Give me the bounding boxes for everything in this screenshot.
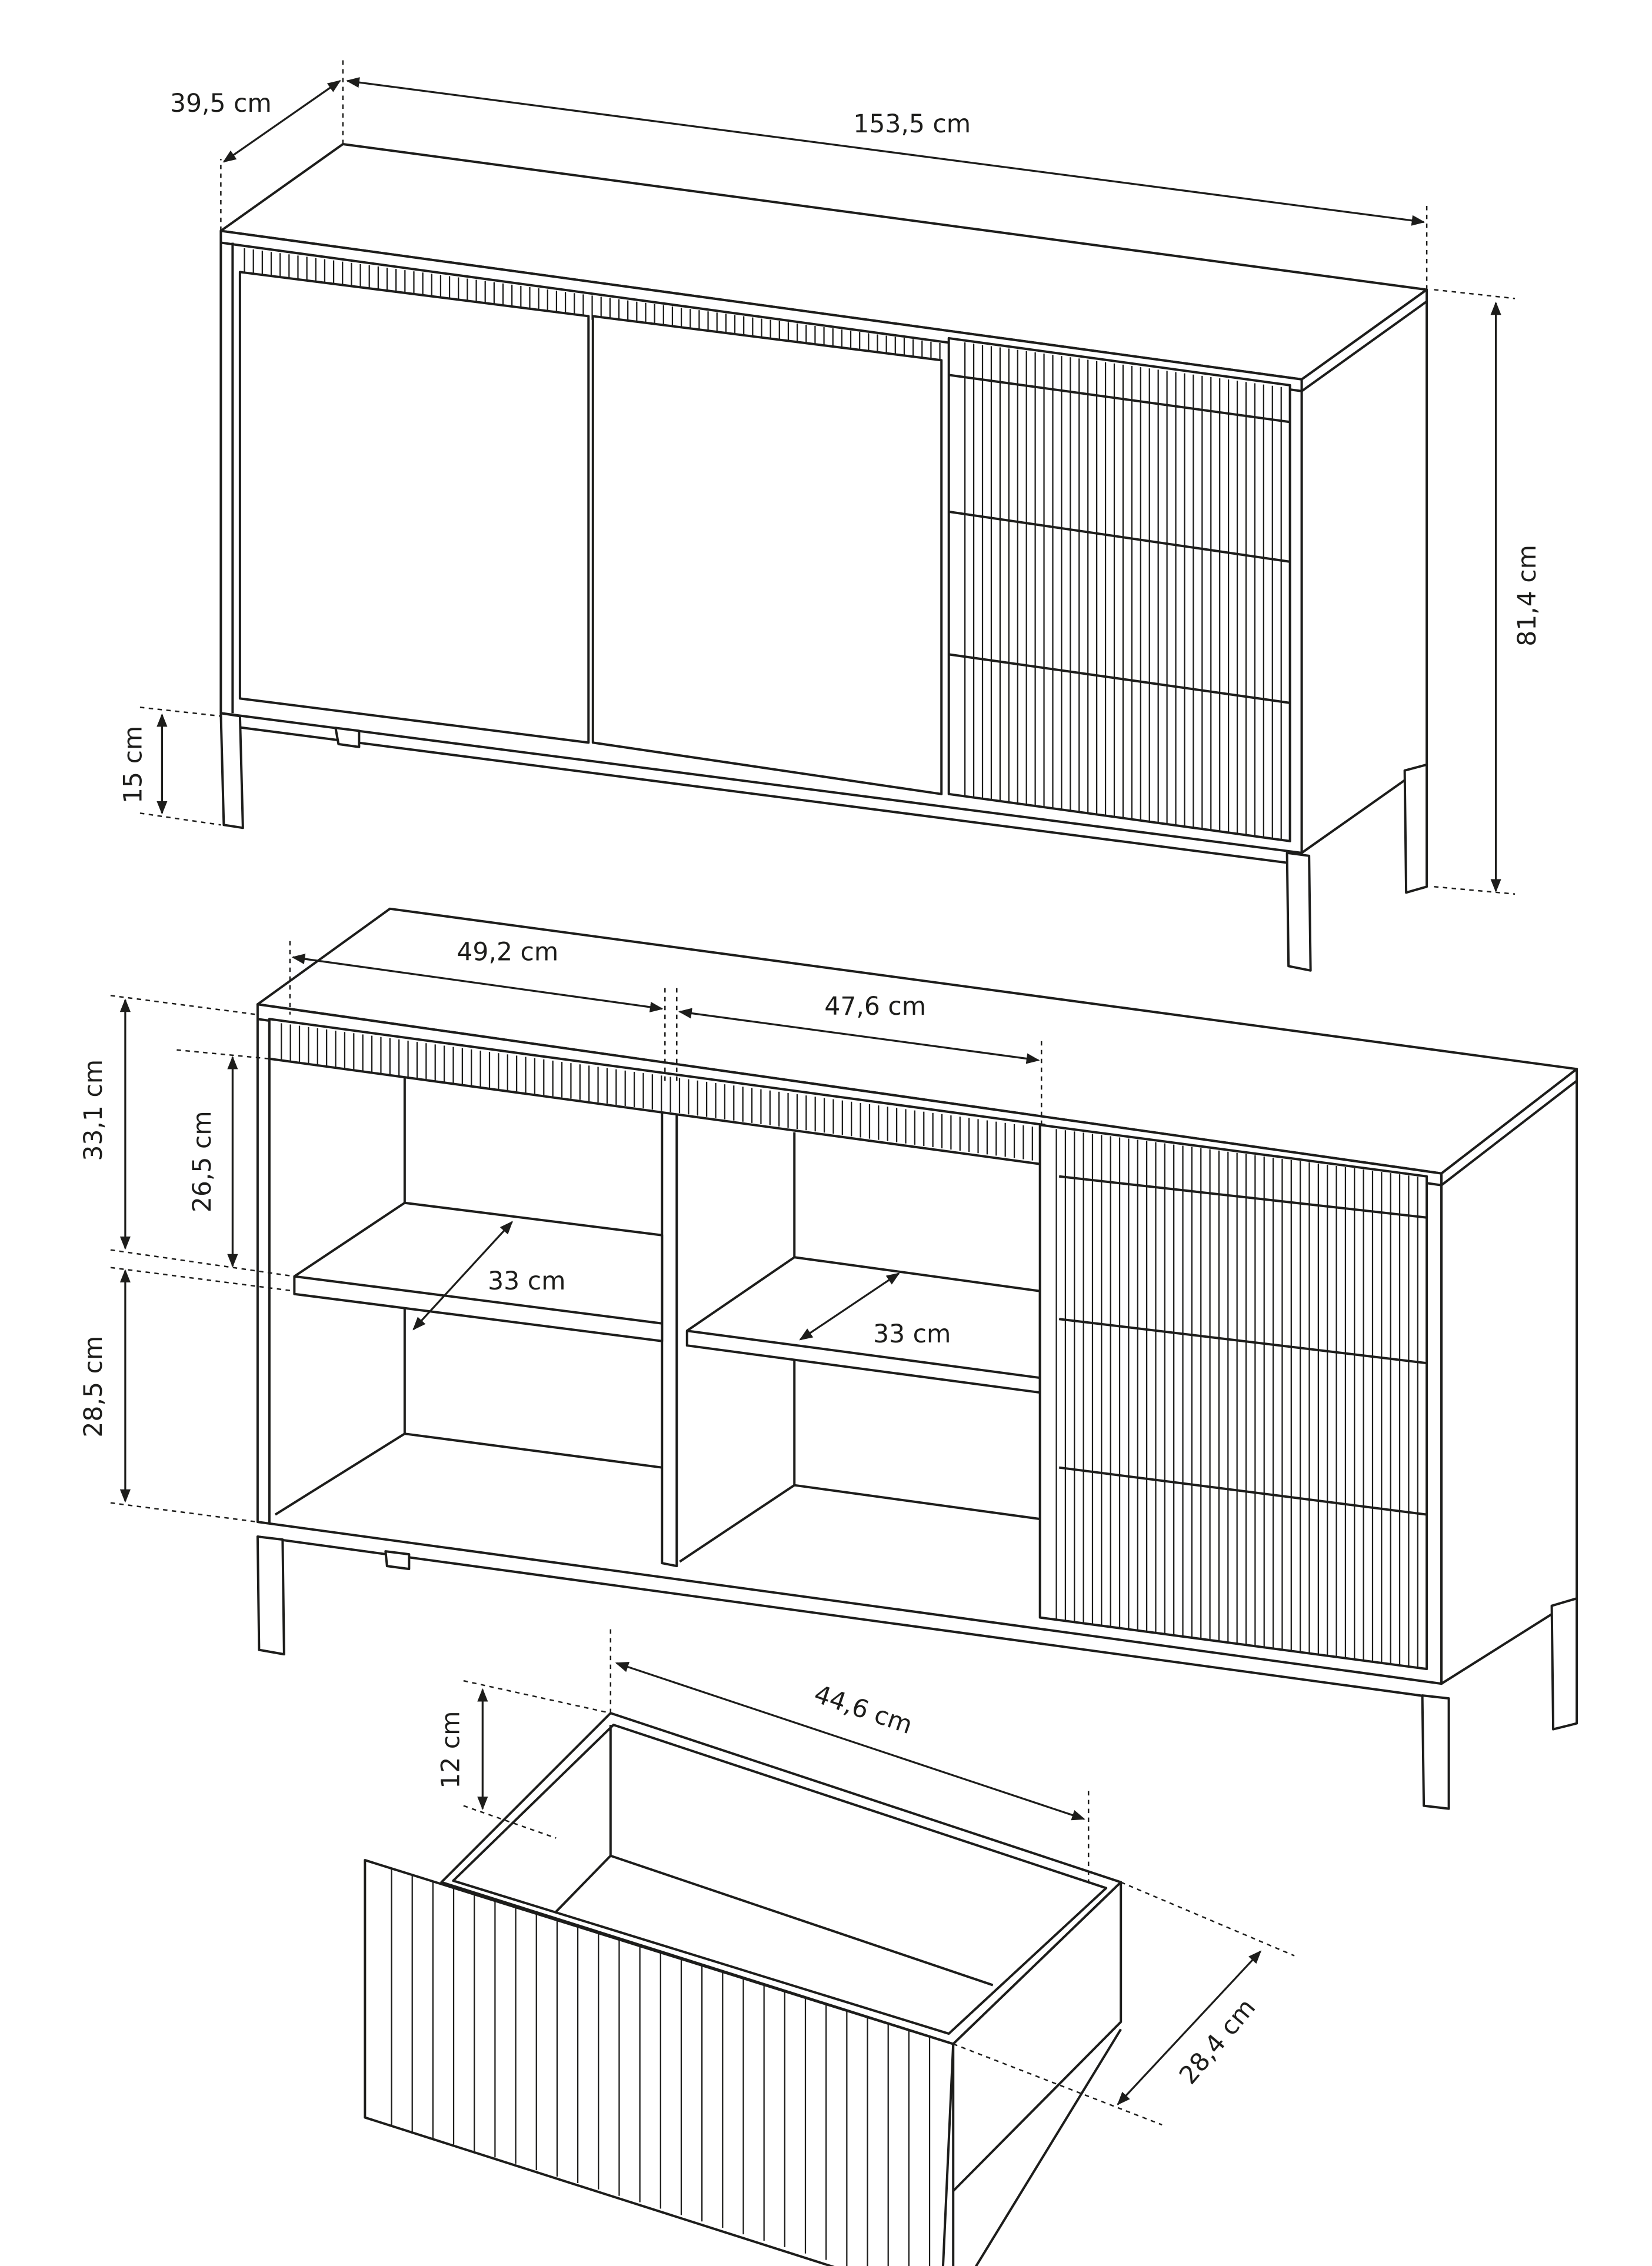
dimension-drawer-depth-label: 28,4 cm — [1174, 1994, 1262, 2090]
open-sideboard: 49,2 cm 47,6 cm 33,1 cm 26,5 cm 28,5 cm … — [79, 907, 1578, 1810]
dimension-height-label: 81,4 cm — [1513, 545, 1542, 647]
dimension-middle-width-label: 47,6 cm — [824, 992, 926, 1021]
drawer-front — [364, 1859, 955, 2266]
dimension-upper-height-label: 33,1 cm — [79, 1059, 108, 1161]
middle-door — [591, 315, 943, 795]
dimension-depth-label: 39,5 cm — [170, 89, 272, 118]
middle-divider — [661, 1072, 678, 1568]
dimension-right-shelf-depth-label: 33 cm — [873, 1320, 951, 1349]
dimension-width-label: 153,5 cm — [853, 110, 971, 139]
dimension-lower-height-label: 28,5 cm — [79, 1336, 108, 1438]
drawer-fluting — [1055, 1129, 1418, 1668]
dimension-drawer-width-label: 44,6 cm — [810, 1680, 915, 1741]
dimension-left-width-label: 49,2 cm — [457, 938, 558, 967]
dimension-leg-height-label: 15 cm — [119, 726, 148, 804]
drawer-front-fluting — [391, 1868, 931, 2266]
dimension-drawer-height-label: 12 cm — [437, 1711, 465, 1788]
drawer-fluting — [964, 342, 1282, 840]
dimension-upper-inner-height-label: 26,5 cm — [188, 1111, 217, 1212]
drawer-front-stack — [1038, 1124, 1428, 1671]
drawer-front-stack — [947, 336, 1291, 842]
dimension-left-shelf-depth-label: 33 cm — [488, 1267, 565, 1296]
top-rail-fluting — [281, 1023, 1033, 1161]
left-door — [238, 271, 590, 744]
closed-sideboard: 39,5 cm 153,5 cm 81,4 cm 15 cm — [119, 55, 1542, 972]
drawer: 12 cm 44,6 cm 28,4 cm — [364, 1629, 1295, 2266]
